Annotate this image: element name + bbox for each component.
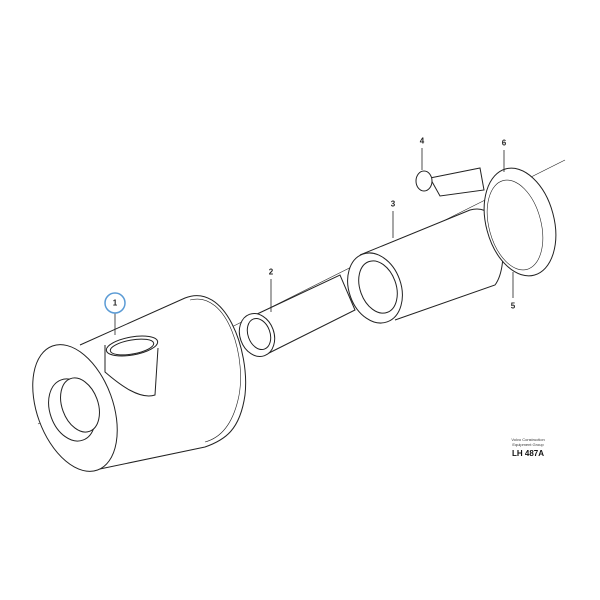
leader-lines — [114, 148, 514, 335]
callout-2[interactable]: 2 — [268, 267, 274, 277]
highlight-ring — [104, 292, 126, 314]
part-2-inner-element — [238, 274, 356, 357]
part-4-valve — [415, 167, 485, 197]
caption-company-line1: Volvo Construction — [511, 437, 545, 442]
part-3-main-element — [347, 208, 504, 324]
callout-6[interactable]: 6 — [501, 138, 507, 148]
part-1-filter-housing — [32, 295, 247, 472]
part-6-cover — [483, 167, 557, 277]
callout-3[interactable]: 3 — [390, 199, 396, 209]
drawing-code: LH 487A — [511, 449, 544, 458]
callout-4[interactable]: 4 — [419, 136, 425, 146]
callout-5[interactable]: 5 — [510, 301, 516, 311]
drawing-caption: Volvo Construction Equipment Group LH 48… — [498, 437, 558, 458]
callout-1[interactable]: 1 — [112, 298, 118, 308]
caption-company-line2: Equipment Group — [512, 442, 544, 447]
